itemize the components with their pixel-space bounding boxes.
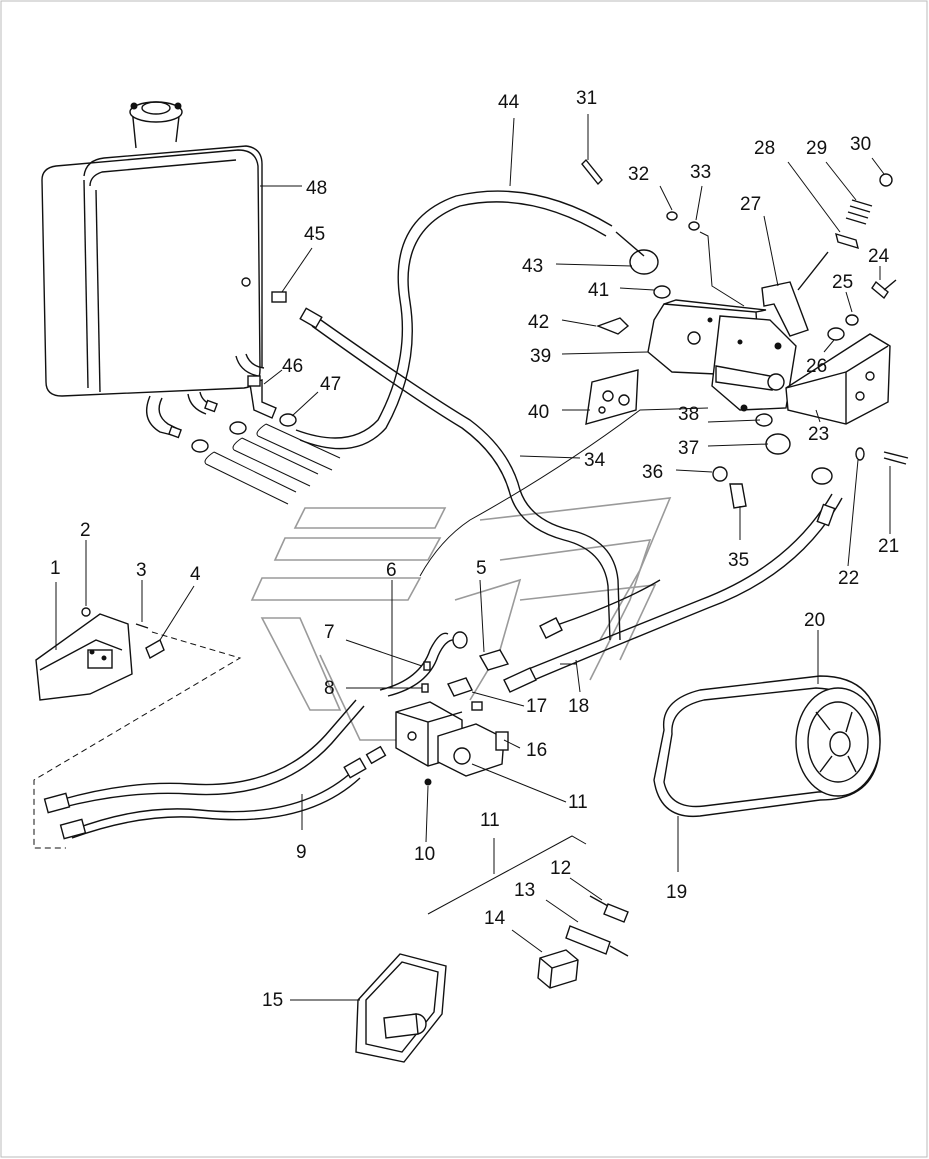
label-17: 17 <box>526 696 547 717</box>
label-44: 44 <box>498 92 520 113</box>
bracket-1 <box>35 607 165 701</box>
label-7: 7 <box>324 622 335 643</box>
label-30: 30 <box>850 134 871 155</box>
label-9: 9 <box>296 842 307 863</box>
label-48: 48 <box>306 178 327 199</box>
label-19: 19 <box>666 882 687 903</box>
label-29: 29 <box>806 138 827 159</box>
mounting-bracket <box>785 333 891 425</box>
label-4: 4 <box>190 564 201 585</box>
valve-block <box>395 701 509 786</box>
hose-clamps <box>191 413 297 453</box>
label-35: 35 <box>728 550 749 571</box>
label-3: 3 <box>136 560 147 581</box>
label-16: 16 <box>526 740 547 761</box>
label-11a: 11 <box>568 792 588 813</box>
hoses-6 <box>379 631 468 697</box>
pump-assembly <box>647 299 797 412</box>
label-23: 23 <box>808 424 829 445</box>
label-37: 37 <box>678 438 699 459</box>
label-10: 10 <box>414 844 435 865</box>
label-12: 12 <box>550 858 571 879</box>
gasket-and-fittings <box>585 369 791 509</box>
label-32: 32 <box>628 164 649 185</box>
label-5: 5 <box>476 558 487 579</box>
label-38: 38 <box>678 404 699 425</box>
label-25: 25 <box>832 272 853 293</box>
sensor-kit <box>427 835 629 989</box>
hydraulic-tank <box>41 101 265 439</box>
label-46: 46 <box>282 356 303 377</box>
label-39: 39 <box>530 346 551 367</box>
label-31: 31 <box>576 88 597 109</box>
pressure-hose-34 <box>299 307 621 641</box>
label-33: 33 <box>690 162 711 183</box>
label-34: 34 <box>584 450 606 471</box>
label-40: 40 <box>528 402 549 423</box>
belt-pulley <box>653 675 881 818</box>
label-2: 2 <box>80 520 91 541</box>
label-47: 47 <box>320 374 341 395</box>
label-13: 13 <box>514 880 535 901</box>
label-36: 36 <box>642 462 663 483</box>
label-43: 43 <box>522 256 543 277</box>
small-fasteners <box>581 158 909 465</box>
dashed-group-outline <box>33 631 242 849</box>
label-24: 24 <box>868 246 890 267</box>
label-11b: 11 <box>480 810 500 831</box>
hoses-18 <box>525 467 843 681</box>
label-27: 27 <box>740 194 761 215</box>
label-18: 18 <box>568 696 589 717</box>
label-8: 8 <box>324 678 335 699</box>
label-6: 6 <box>386 560 397 581</box>
fittings-45-46 <box>247 291 287 419</box>
label-42: 42 <box>528 312 549 333</box>
leader-lines <box>55 114 891 1001</box>
label-26: 26 <box>806 356 827 377</box>
label-45: 45 <box>304 224 325 245</box>
label-21: 21 <box>878 536 899 557</box>
lower-hoses-9 <box>43 699 387 840</box>
return-hose-44 <box>295 190 613 450</box>
part-labels: 1 2 3 4 5 6 7 8 9 10 11 11 12 13 14 15 1… <box>50 88 899 1011</box>
pump-cover <box>355 953 447 1063</box>
label-41: 41 <box>588 280 609 301</box>
label-14: 14 <box>484 908 506 929</box>
hose-sections <box>204 423 341 505</box>
label-20: 20 <box>804 610 825 631</box>
label-28: 28 <box>754 138 775 159</box>
label-15: 15 <box>262 990 283 1011</box>
label-22: 22 <box>838 568 859 589</box>
label-1: 1 <box>50 558 61 579</box>
